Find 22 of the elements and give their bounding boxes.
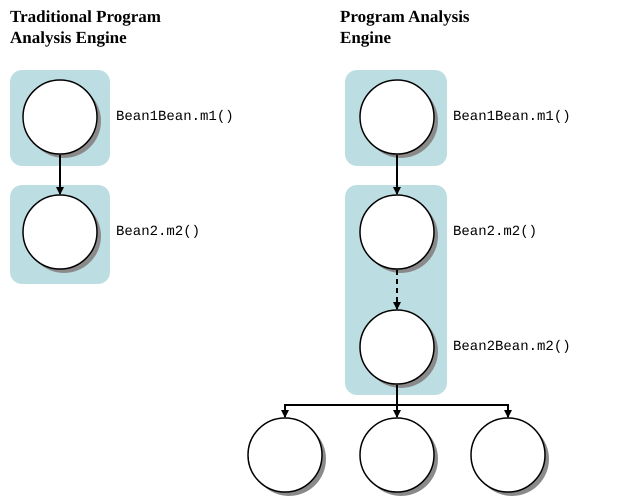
method-label: Bean1Bean.m1() bbox=[453, 109, 571, 125]
method-circle bbox=[359, 417, 435, 493]
arrow bbox=[56, 155, 64, 195]
method-circle bbox=[22, 79, 98, 155]
method-circle bbox=[359, 194, 435, 270]
engine-heading: Traditional Program Analysis Engine bbox=[10, 6, 162, 48]
method-circle bbox=[470, 417, 546, 493]
method-label: Bean1Bean.m1() bbox=[116, 109, 234, 125]
group-panel bbox=[345, 70, 447, 166]
arrow bbox=[393, 155, 401, 195]
method-circle bbox=[22, 194, 98, 270]
method-label: Bean2Bean.m2() bbox=[453, 339, 571, 355]
method-label: Bean2.m2() bbox=[116, 224, 200, 240]
method-label: Bean2.m2() bbox=[453, 224, 538, 240]
arrow bbox=[393, 270, 401, 310]
method-circle bbox=[247, 417, 323, 493]
engine-heading: Program Analysis Engine bbox=[340, 6, 471, 48]
method-circle bbox=[359, 309, 435, 385]
group-panel bbox=[10, 70, 110, 166]
group-panel bbox=[10, 185, 110, 284]
method-circle bbox=[359, 79, 435, 155]
group-panel bbox=[345, 185, 447, 395]
